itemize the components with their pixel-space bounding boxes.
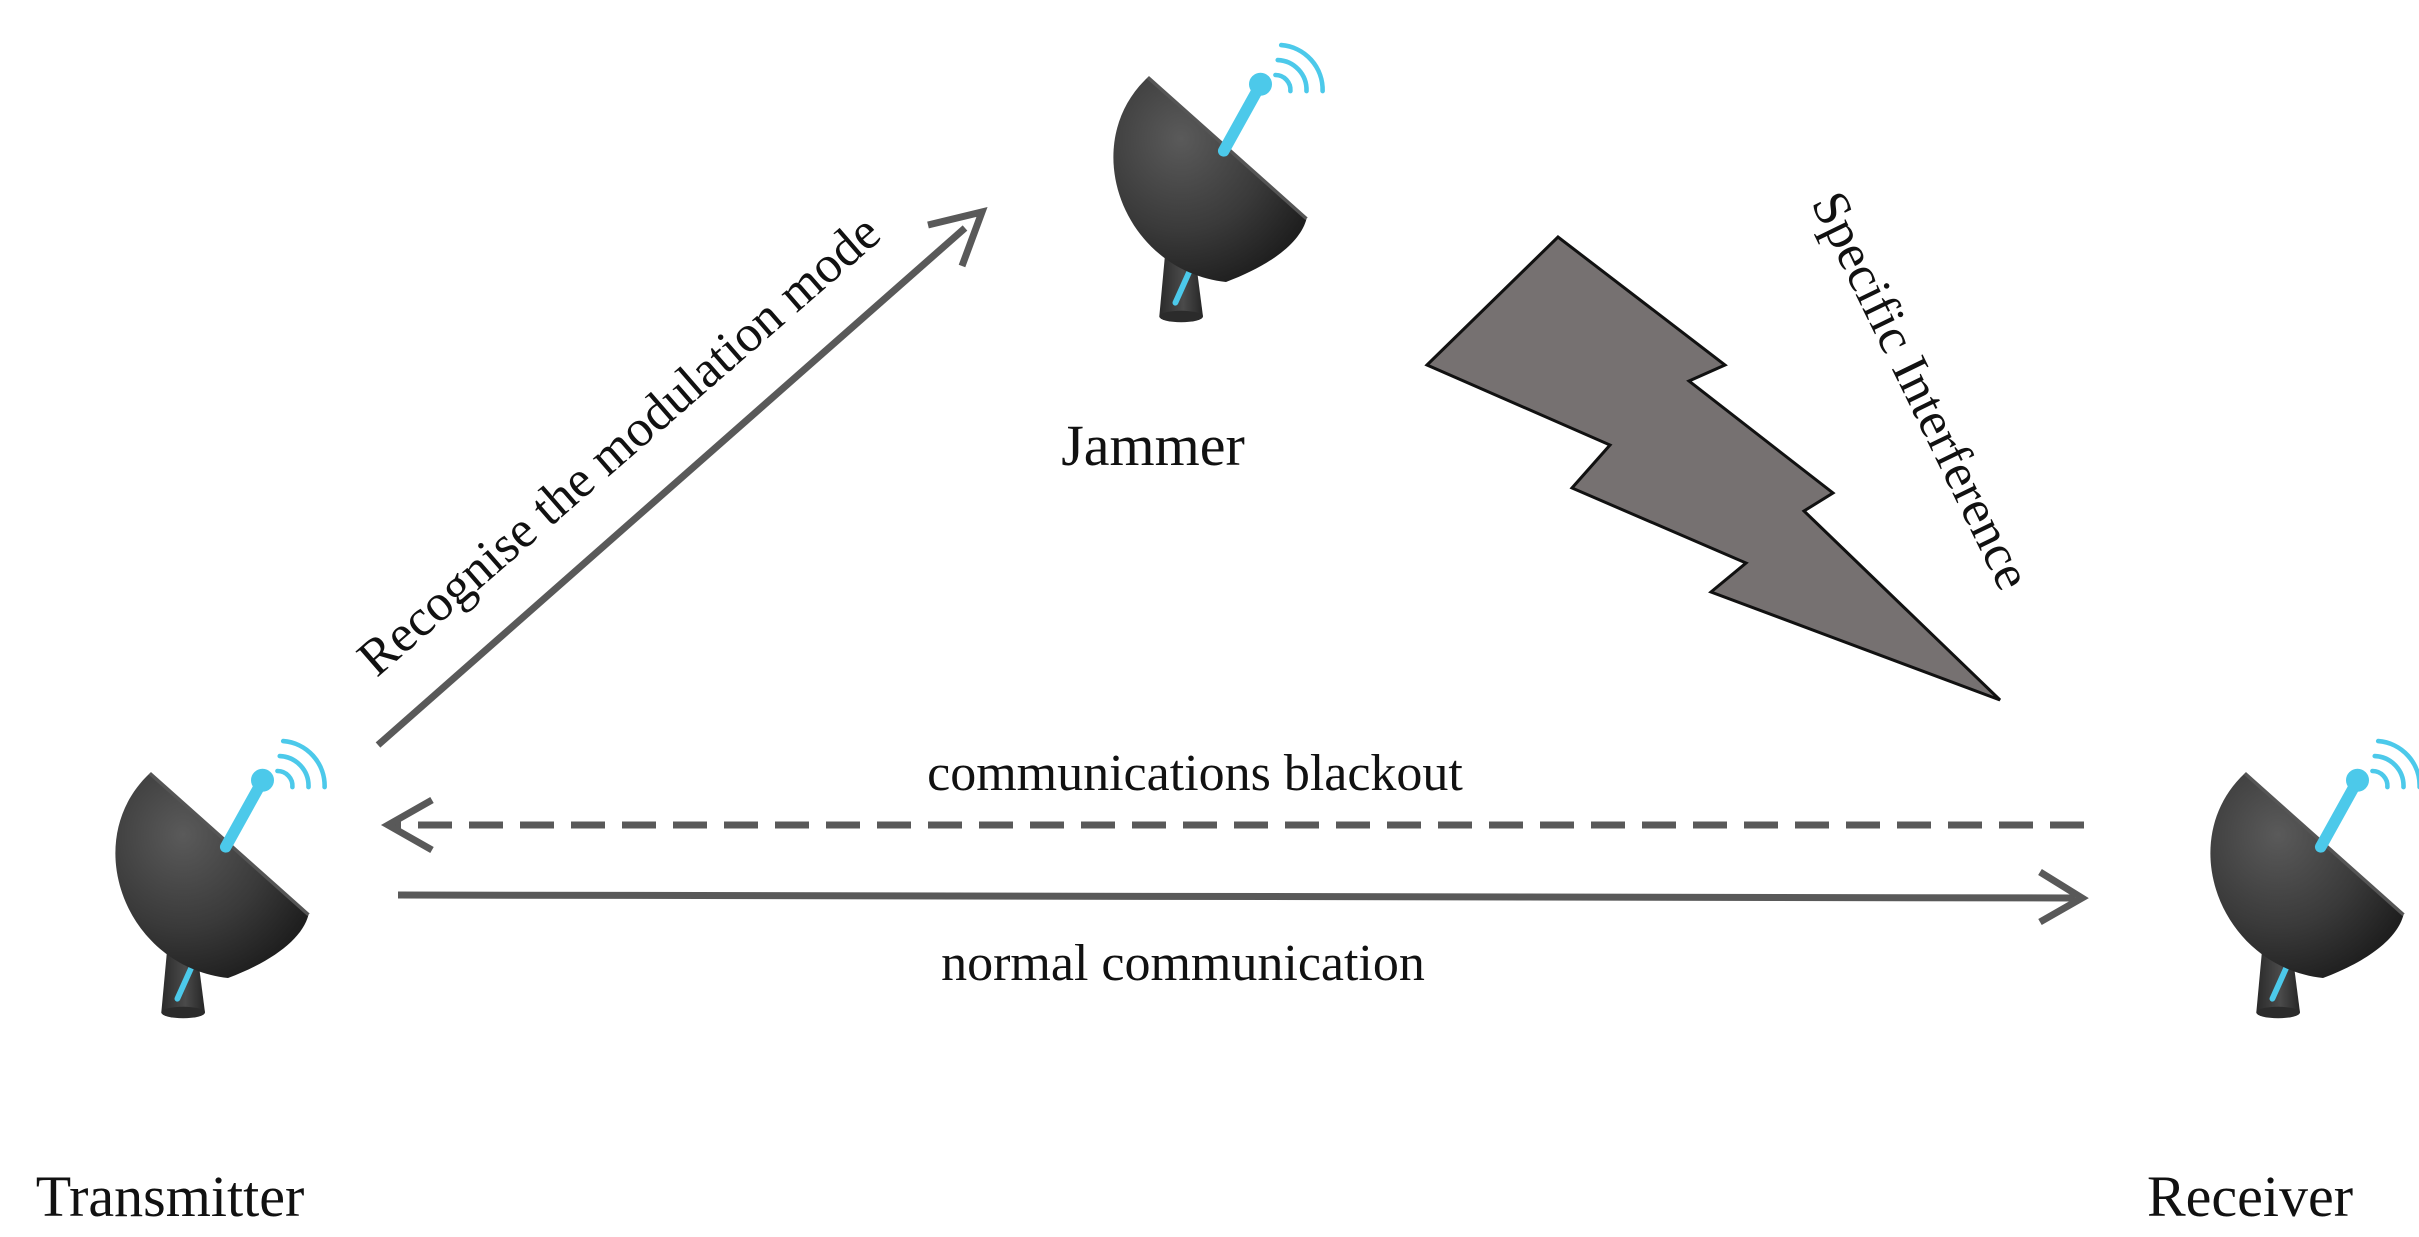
interference-bolt-icon [1424, 235, 2002, 702]
normal-arrow [397, 869, 2089, 926]
recognise-arrow [375, 207, 988, 748]
transmitter-dish-icon [115, 741, 324, 1018]
normal-label: normal communication [941, 935, 1425, 992]
transmitter-label: Transmitter [36, 1164, 305, 1229]
recognise-label: Recognise the modulation mode [347, 204, 891, 688]
receiver-dish-icon [2210, 741, 2419, 1018]
jammer-dish-icon [1113, 45, 1322, 322]
interference-label: Specific Interference [1800, 183, 2042, 598]
blackout-arrow [380, 796, 2084, 854]
blackout-label: communications blackout [927, 745, 1463, 802]
receiver-label: Receiver [2147, 1164, 2353, 1229]
jammer-label: Jammer [1061, 413, 1245, 478]
